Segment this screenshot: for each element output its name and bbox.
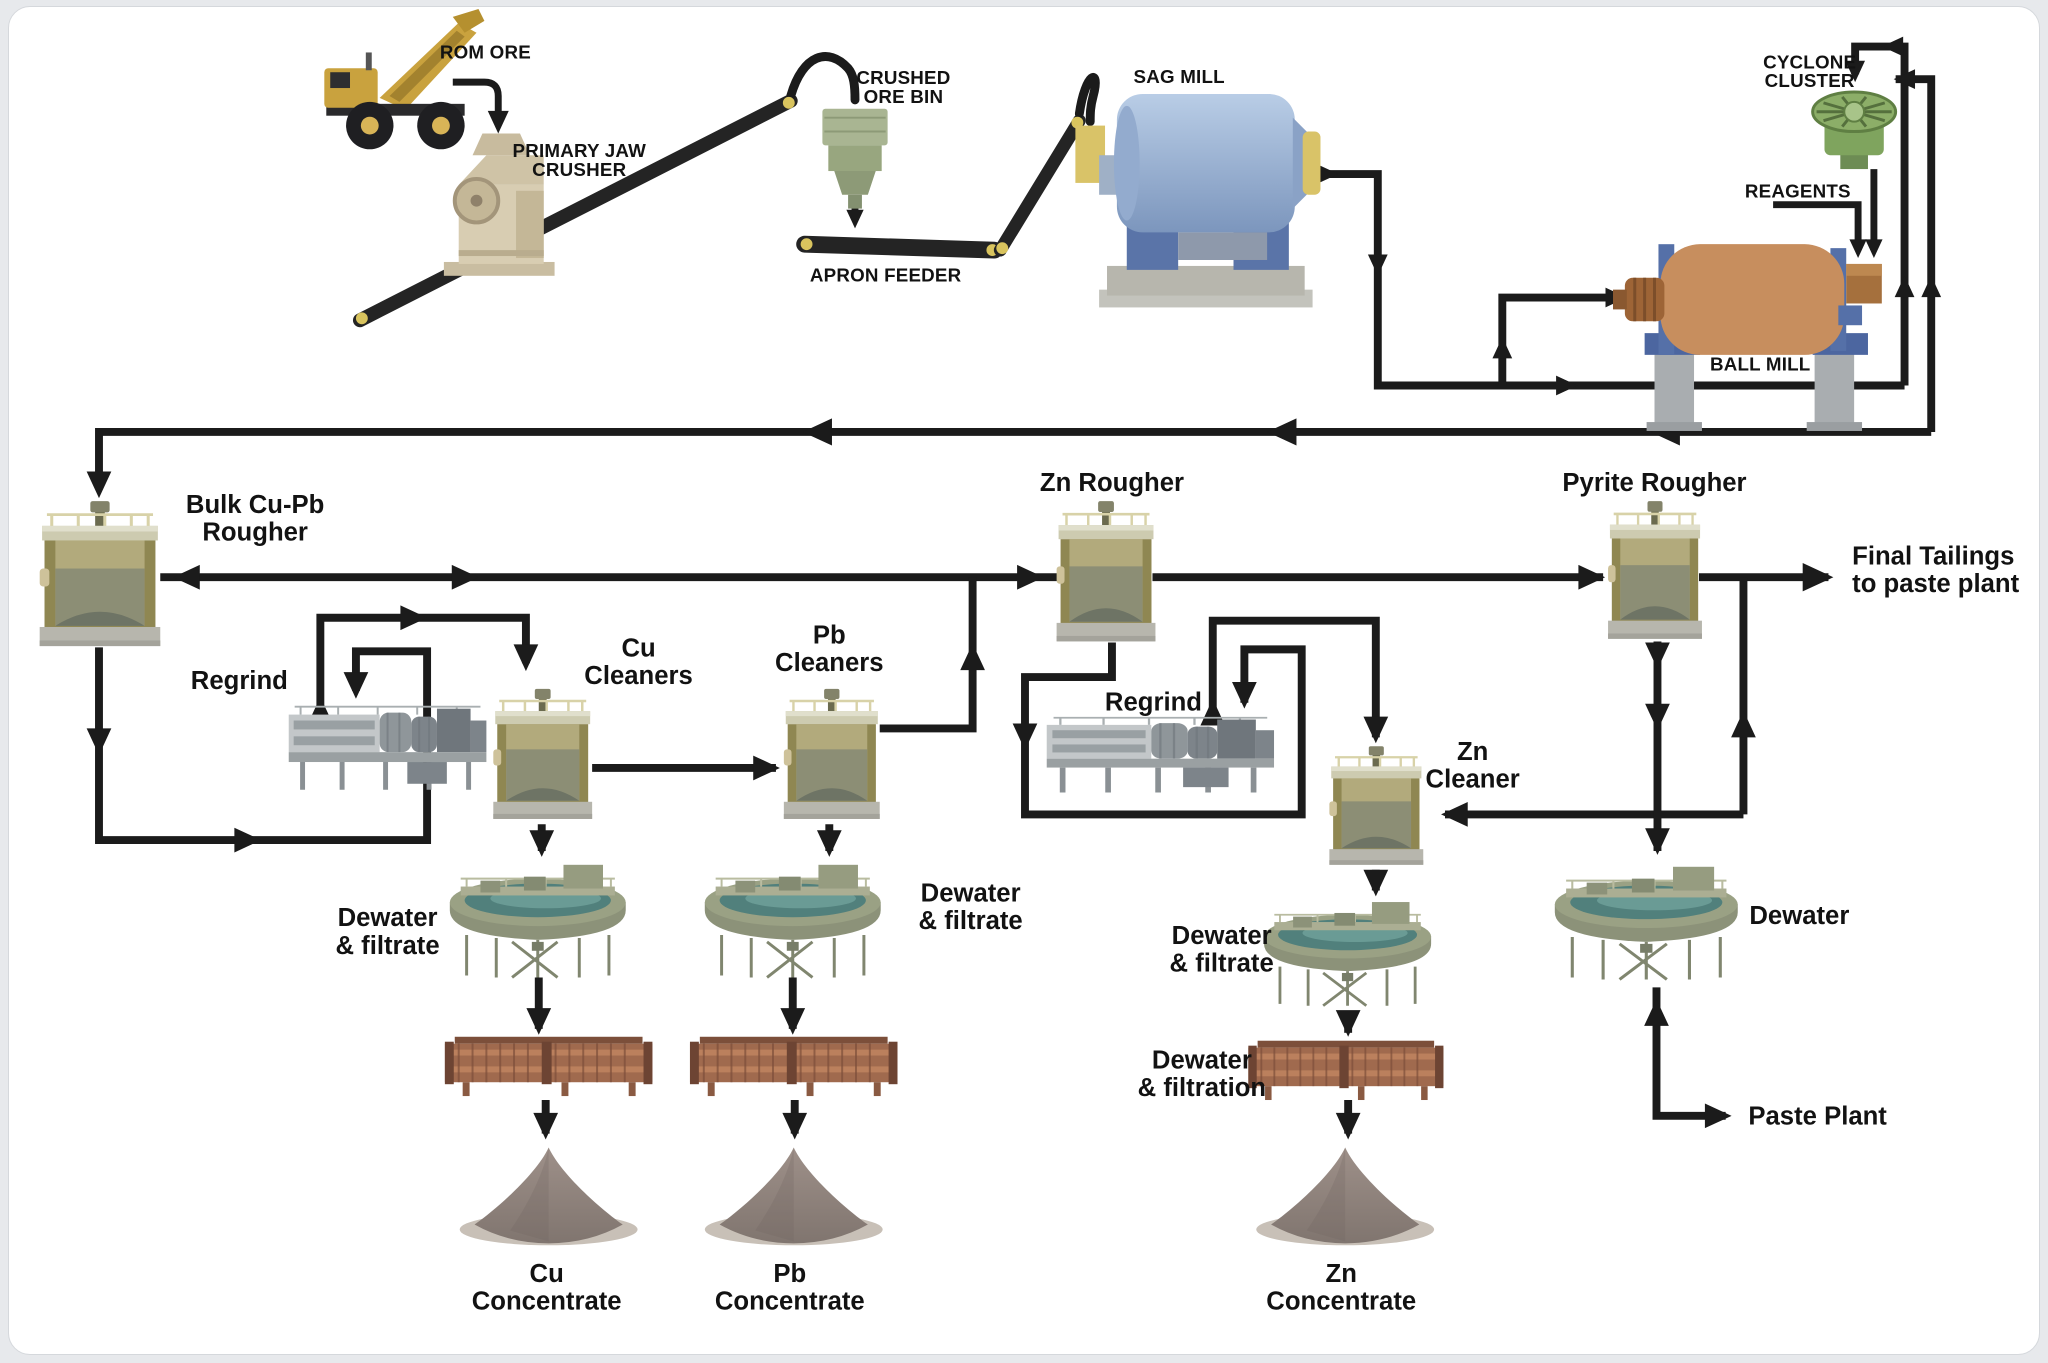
label-dewater-filtrate-cu-1: Dewater [338, 904, 438, 932]
label-crushed-ore-bin-2: ORE BIN [864, 86, 944, 107]
cu-filter-press [443, 1035, 654, 1098]
label-bulk-rougher-2: Rougher [202, 519, 308, 547]
label-dewater-filtrate-zn-1: Dewater [1172, 922, 1272, 950]
pb-concentrate-pile [704, 1147, 883, 1246]
sag-mill [1075, 93, 1321, 308]
label-final-tailings-1: Final Tailings [1852, 542, 2014, 570]
label-dewater-filtration-zn-1: Dewater [1152, 1046, 1252, 1074]
label-cyclone-cluster-2: CLUSTER [1765, 70, 1855, 91]
label-dewater-filtrate-cu-2: & filtrate [335, 932, 439, 960]
label-cyclone-cluster-1: CYCLONE [1763, 51, 1856, 72]
label-apron-feeder: APRON FEEDER [810, 265, 962, 286]
cu-concentrate-pile [459, 1147, 638, 1246]
pb-thickener [703, 863, 883, 979]
label-rom-ore: ROM ORE [440, 41, 531, 62]
label-pb-cleaners-2: Cleaners [775, 649, 884, 677]
pb-cleaners-cell [782, 687, 881, 821]
ball-mill [1613, 244, 1882, 431]
label-dewater-filtrate-pb-2: & filtrate [919, 907, 1023, 935]
labels: ROM ORE PRIMARY JAW CRUSHER CRUSHED ORE … [186, 41, 2020, 1315]
zn-rougher-cell [1055, 499, 1157, 643]
regrind-mill-cu [289, 707, 487, 790]
label-regrind-cu: Regrind [191, 667, 288, 695]
cu-thickener [448, 863, 628, 979]
label-cu-cleaners-1: Cu [621, 634, 655, 662]
pb-filter-press [688, 1035, 899, 1098]
label-cu-concentrate-2: Concentrate [472, 1288, 622, 1316]
label-primary-jaw-crusher-1: PRIMARY JAW [513, 140, 647, 161]
label-paste-plant: Paste Plant [1748, 1103, 1887, 1131]
pyrite-thickener [1553, 865, 1740, 981]
label-zn-rougher: Zn Rougher [1040, 469, 1184, 497]
zn-concentrate-pile [1256, 1147, 1435, 1246]
label-sag-mill: SAG MILL [1134, 66, 1225, 87]
label-zn-concentrate-1: Zn [1326, 1260, 1357, 1288]
label-pb-concentrate-1: Pb [773, 1260, 806, 1288]
conveyor-1 [352, 52, 860, 328]
regrind-mill-zn [1047, 718, 1274, 793]
cyclone-cluster [1811, 90, 1898, 170]
label-final-tailings-2: to paste plant [1852, 570, 2019, 598]
label-pb-concentrate-2: Concentrate [715, 1288, 865, 1316]
zn-thickener [1262, 900, 1433, 1008]
bulk-cu-pb-rougher-cell [38, 499, 162, 648]
label-dewater-filtrate-zn-2: & filtrate [1170, 950, 1274, 978]
label-crushed-ore-bin-1: CRUSHED [856, 67, 950, 88]
label-regrind-zn: Regrind [1105, 689, 1202, 717]
label-reagents: REAGENTS [1745, 181, 1851, 202]
jaw-crusher [443, 133, 555, 276]
label-primary-jaw-crusher-2: CRUSHER [532, 159, 626, 180]
process-flow-diagram: ROM ORE PRIMARY JAW CRUSHER CRUSHED ORE … [38, 8, 2020, 1316]
label-cu-cleaners-2: Cleaners [584, 662, 693, 690]
label-dewater-pyrite: Dewater [1749, 902, 1849, 930]
apron-feeder [796, 235, 1003, 259]
label-pb-cleaners-1: Pb [813, 621, 846, 649]
conveyor-2 [993, 72, 1100, 257]
label-zn-cleaner-1: Zn [1457, 738, 1488, 766]
cu-cleaners-cell [492, 687, 594, 821]
diagram-card: ROM ORE PRIMARY JAW CRUSHER CRUSHED ORE … [8, 6, 2040, 1355]
label-dewater-filtration-zn-2: & filtration [1138, 1074, 1266, 1102]
pyrite-rougher-cell [1606, 499, 1704, 641]
zn-cleaner-cell [1328, 745, 1425, 866]
zn-filter-press [1247, 1039, 1445, 1102]
label-pyrite-rougher: Pyrite Rougher [1562, 469, 1746, 497]
label-cu-concentrate-1: Cu [530, 1260, 564, 1288]
label-dewater-filtrate-pb-1: Dewater [921, 879, 1021, 907]
label-zn-concentrate-2: Concentrate [1266, 1288, 1416, 1316]
label-bulk-rougher-1: Bulk Cu-Pb [186, 491, 324, 519]
crushed-ore-bin [822, 108, 888, 209]
label-ball-mill: BALL MILL [1710, 354, 1810, 375]
dump-truck [324, 8, 485, 150]
label-zn-cleaner-2: Cleaner [1426, 766, 1520, 794]
